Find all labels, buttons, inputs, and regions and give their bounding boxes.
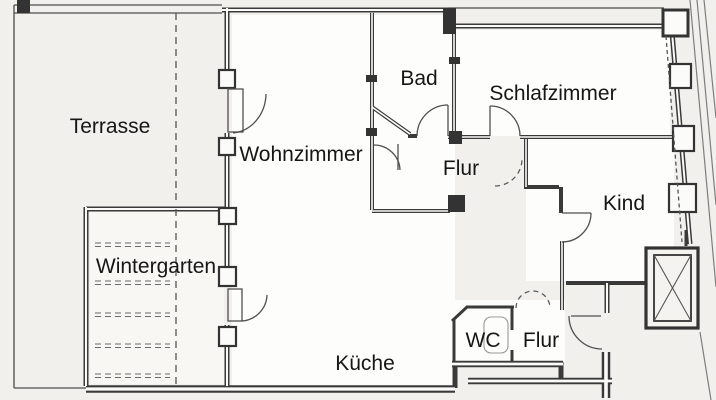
room-fills xyxy=(90,15,674,385)
corner-pillar-top-left xyxy=(17,0,30,13)
top-wall-step-block xyxy=(443,8,456,34)
room-label-flur: Flur xyxy=(443,157,479,180)
corner-block-top-right xyxy=(661,8,690,38)
room-labels: Terrasse Wohnzimmer Bad Schlafzimmer Flu… xyxy=(70,67,645,375)
room-label-kind: Kind xyxy=(603,192,645,215)
elevator-cross-line-2 xyxy=(653,254,692,322)
flur-pillar-block xyxy=(448,195,465,212)
dashed-lines xyxy=(95,13,683,386)
window-kind xyxy=(667,182,698,214)
window-wintergarten-1 xyxy=(217,206,238,226)
door-kind xyxy=(561,212,592,243)
room-label-wohnzimmer: Wohnzimmer xyxy=(239,143,362,166)
window-wintergarten-2 xyxy=(217,265,238,288)
room-label-terrasse: Terrasse xyxy=(70,115,151,138)
room-fill-wohnzimmer-kueche xyxy=(232,15,455,385)
door-wohnung-eingang xyxy=(568,315,603,350)
elevator-shaft xyxy=(644,230,700,330)
wall-blocks xyxy=(17,0,465,212)
opening-kueche-flur-dashed xyxy=(515,290,551,309)
wc-fixture xyxy=(483,316,509,354)
terrace-outline xyxy=(13,4,664,389)
room-fill-schlafzimmer xyxy=(455,30,670,136)
room-label-kueche: Küche xyxy=(335,352,395,375)
window-wintergarten-3 xyxy=(217,325,238,348)
window-schlafzimmer-1 xyxy=(668,62,693,90)
window-terrasse-wohnzimmer-1 xyxy=(217,68,237,90)
door-wintergarten-kueche xyxy=(227,288,268,322)
opening-flur-dashed xyxy=(494,158,523,187)
door-arcs xyxy=(227,88,603,354)
window-terrasse-wohnzimmer-2 xyxy=(217,136,237,157)
room-label-bad: Bad xyxy=(400,67,437,90)
divider-foot-block xyxy=(449,131,462,144)
facade-lines xyxy=(689,0,716,400)
window-schlafzimmer-2 xyxy=(671,124,696,153)
window-blocks xyxy=(217,8,698,348)
door-bad xyxy=(416,104,449,137)
room-fill-wc-flur xyxy=(455,300,565,362)
room-label-wintergarten: Wintergarten xyxy=(96,255,216,278)
door-terrasse-wohnzimmer xyxy=(227,88,267,134)
room-label-wc: WC xyxy=(466,329,501,352)
room-label-flur2: Flur xyxy=(523,329,559,352)
room-fill-wintergarten xyxy=(90,212,224,384)
door-schlafzimmer xyxy=(489,105,521,137)
room-label-schlafzimmer: Schlafzimmer xyxy=(489,82,616,105)
door-wohnzimmer-flur xyxy=(373,144,401,171)
